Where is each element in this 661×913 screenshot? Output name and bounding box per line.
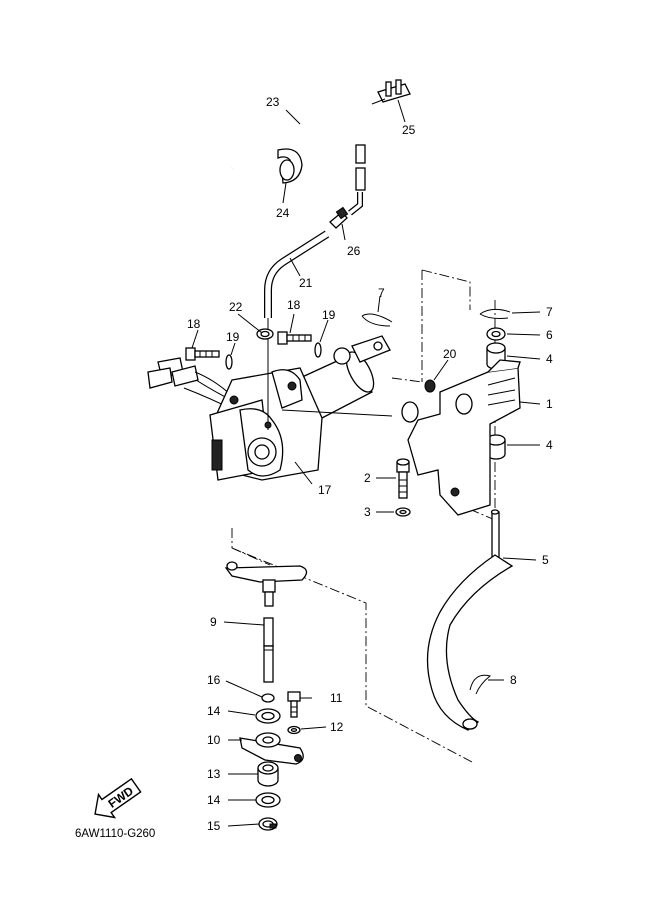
part-actuator-17 (147, 318, 393, 481)
callout-23: 23 (266, 95, 280, 109)
callout-26: 26 (347, 244, 361, 258)
part-lever-10 (239, 732, 304, 765)
callout-16: 16 (207, 673, 221, 687)
callout-15: 15 (207, 819, 221, 833)
part-washer-19b (314, 342, 322, 358)
part-bushing-13 (257, 761, 279, 787)
callout-3: 3 (364, 505, 371, 519)
part-washer-3 (395, 507, 411, 517)
callout-14: 14 (207, 704, 221, 718)
part-hose-21 (264, 230, 330, 318)
part-seal-14b (255, 792, 281, 808)
part-clip-22 (256, 328, 274, 340)
part-washer-19a (225, 354, 233, 370)
callout-18: 18 (287, 298, 301, 312)
part-pin-8 (469, 674, 492, 695)
part-bolt-18b (277, 331, 312, 345)
part-nipple-26 (329, 206, 349, 229)
callout-14: 14 (207, 793, 221, 807)
callout-7: 7 (546, 305, 553, 319)
callout-5: 5 (542, 553, 549, 567)
part-cotter-pin-7b (479, 308, 511, 319)
part-oring-16 (261, 693, 275, 703)
fwd-arrow-icon: FWD (94, 777, 142, 819)
part-arm-5 (426, 509, 514, 731)
part-circlip-15 (258, 817, 278, 831)
callout-2: 2 (364, 471, 371, 485)
callout-9: 9 (210, 615, 217, 629)
callout-labels: 1 2 3 4 4 5 6 7 7 8 9 10 11 12 13 14 14 … (187, 95, 553, 833)
callout-19: 19 (226, 330, 240, 344)
part-bolt-18a (185, 347, 220, 361)
part-washer-6 (486, 327, 506, 341)
callout-7: 7 (378, 286, 385, 300)
callout-4: 4 (546, 352, 553, 366)
callout-17: 17 (318, 483, 332, 497)
part-hose-23 (230, 93, 368, 216)
callout-13: 13 (207, 767, 221, 781)
part-code-label: 6AW1110-G260 (75, 828, 155, 840)
part-seal-14a (255, 708, 281, 724)
part-cotter-pin-7a (361, 313, 393, 327)
callout-6: 6 (546, 328, 553, 342)
part-clip-24 (277, 148, 303, 184)
callout-10: 10 (207, 733, 221, 747)
callout-18: 18 (187, 317, 201, 331)
callout-25: 25 (402, 123, 416, 137)
callout-4: 4 (546, 438, 553, 452)
callout-8: 8 (510, 673, 517, 687)
callout-24: 24 (276, 206, 290, 220)
leader-lines (191, 99, 541, 827)
assembly-guide-lines (231, 269, 496, 763)
part-lever-upper (224, 561, 308, 607)
part-shaft-9 (263, 617, 274, 683)
callout-20: 20 (443, 347, 457, 361)
part-washer-12 (287, 725, 301, 735)
callout-12: 12 (330, 720, 344, 734)
part-bushing-4b (486, 434, 506, 460)
callout-21: 21 (299, 276, 313, 290)
part-bolt-11 (287, 691, 301, 718)
part-bolt-2 (396, 458, 410, 499)
callout-11: 11 (330, 691, 343, 705)
callout-1: 1 (546, 397, 553, 411)
part-bracket-1 (401, 359, 521, 516)
part-bushing-20 (424, 379, 436, 393)
callout-22: 22 (229, 300, 243, 314)
part-clamp-25 (371, 79, 411, 105)
callout-19: 19 (322, 308, 336, 322)
